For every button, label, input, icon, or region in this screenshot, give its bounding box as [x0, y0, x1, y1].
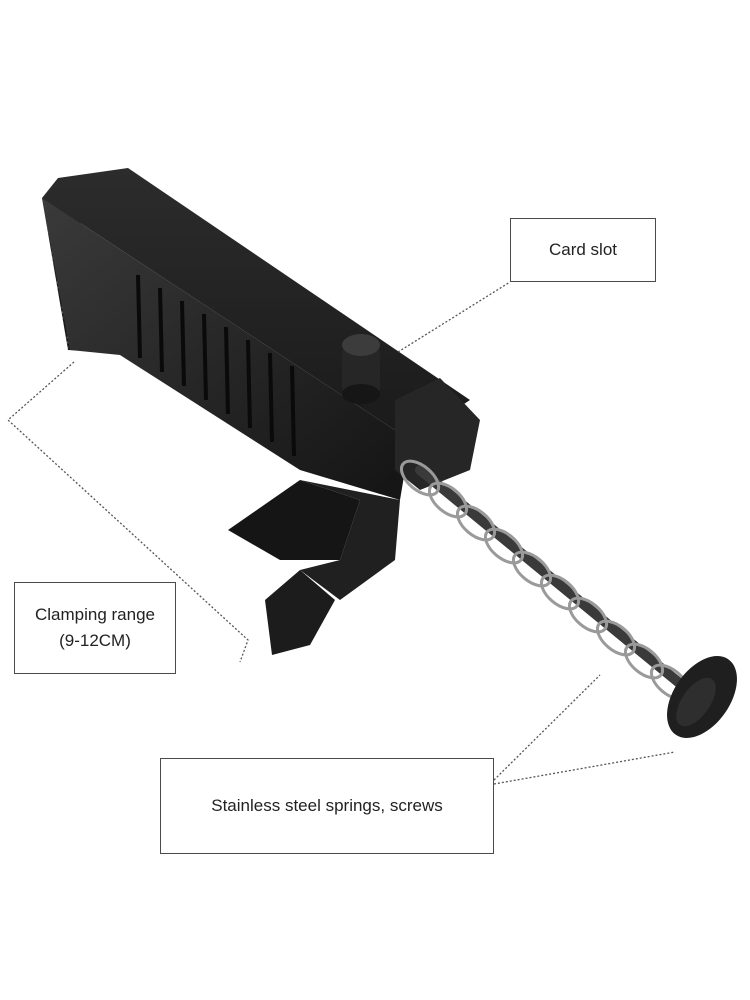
clamping-range-value: (9-12CM) [59, 631, 131, 650]
clamping-range-leader [7, 361, 249, 663]
leader-lines [7, 281, 676, 785]
lower-jaw-end [265, 570, 335, 655]
clamping-range-label: Clamping range [34, 605, 155, 624]
clamping-range-callout: Clamping range (9-12CM) [14, 582, 176, 674]
card-slot-knob [342, 334, 380, 404]
card-slot-label: Card slot [548, 240, 618, 259]
springs-callout: Stainless steel springs, screws [160, 758, 494, 854]
spring-leader-a [493, 674, 601, 781]
card-slot-leader [397, 281, 511, 353]
spring-screw [399, 459, 737, 738]
springs-label: Stainless steel springs, screws [211, 796, 443, 815]
lower-jaw-arm [228, 480, 360, 560]
spring-leader-b [493, 751, 676, 785]
card-slot-callout: Card slot [510, 218, 656, 282]
handle-ribs [136, 274, 296, 457]
spring-housing [395, 378, 480, 490]
